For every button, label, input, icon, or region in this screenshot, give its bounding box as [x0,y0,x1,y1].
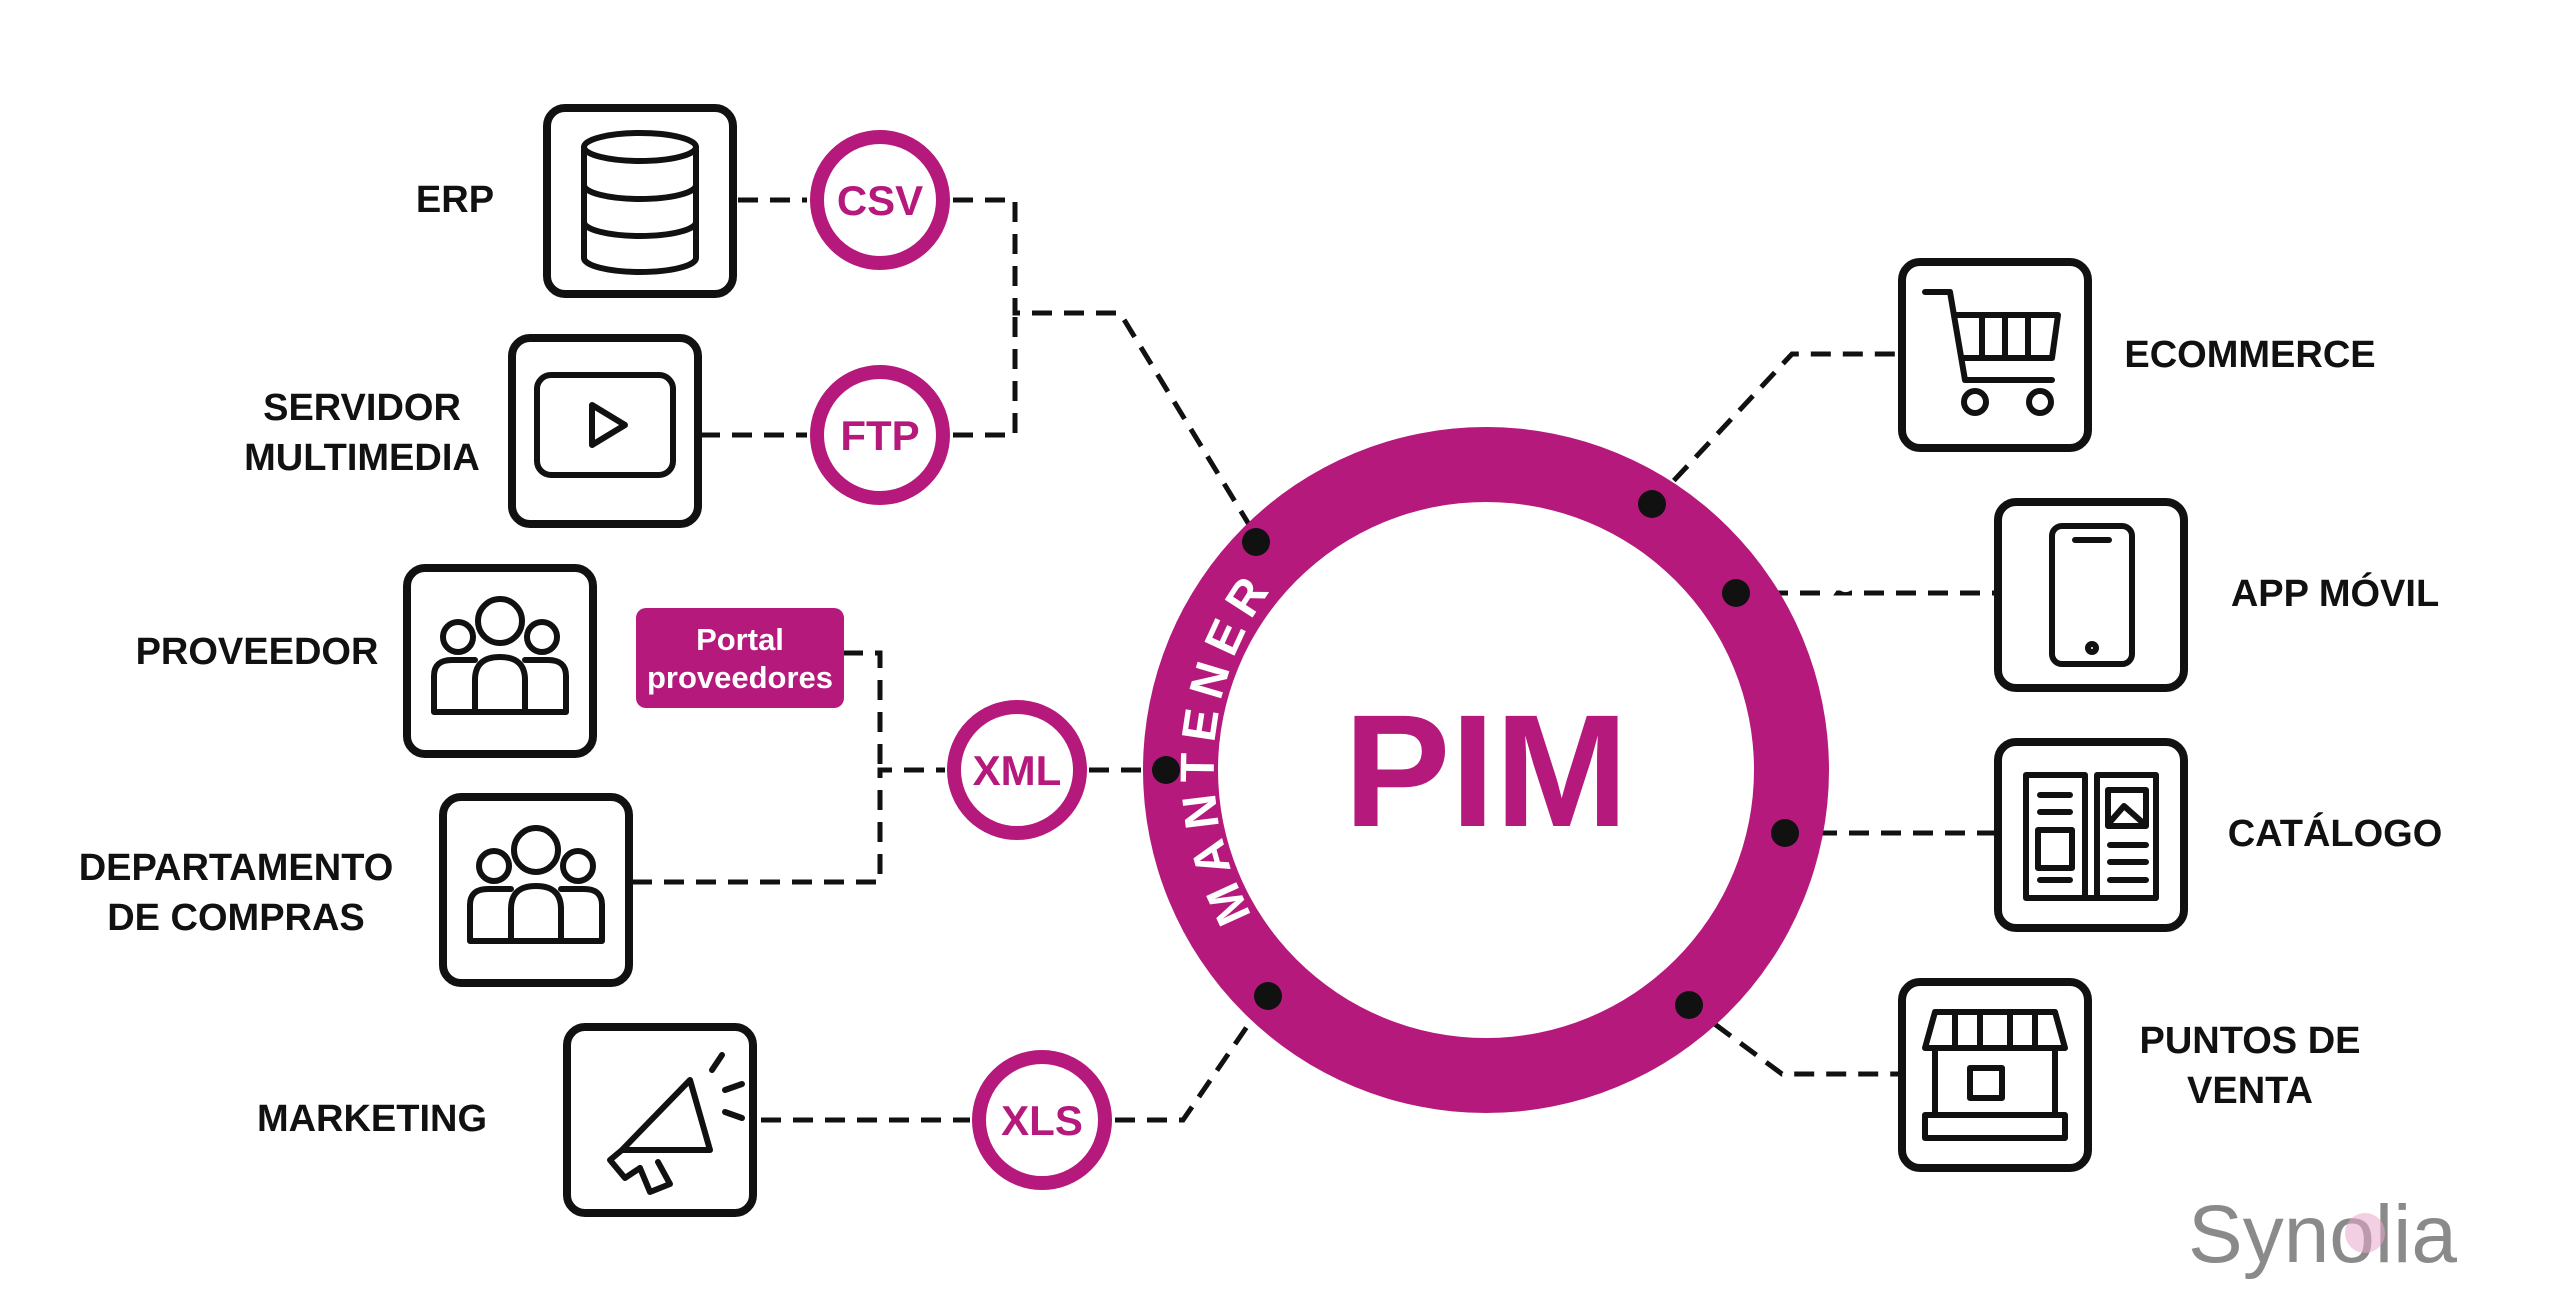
smartphone-icon [1994,498,2188,692]
connector-marketing [761,994,1271,1123]
database-icon [543,104,737,298]
ring-dot [1675,991,1703,1019]
badge-xls-label: XLS [1001,1097,1083,1144]
ring-dot [1254,982,1282,1010]
synolia-wordmark: Synolia [2188,1189,2457,1280]
open-catalog-icon [1994,738,2188,932]
output-labels: ECOMMERCE APP MÓVIL CATÁLOGO PUNTOS DE V… [2124,334,2442,1112]
storefront-icon [1898,978,2092,1172]
pim-title: PIM [1344,681,1628,860]
megaphone-icon [563,1023,757,1217]
connectors [632,197,1996,1123]
pim-hub: PIM ENRIQUESER TRADUCIR MANTENER [1143,361,1863,1113]
logo-accent-dot [2345,1213,2385,1253]
badge-ftp-label: FTP [840,412,919,459]
output-icons [1898,258,2188,1172]
connector-compras [632,767,945,885]
label-venta: VENTA [2187,1070,2313,1112]
connector-ecommerce [1650,351,1900,506]
label-departamento: DEPARTAMENTO [79,847,394,889]
badge-csv: CSV [810,130,950,270]
people-group-icon [403,564,597,758]
ring-dot [1152,756,1180,784]
label-app-movil: APP MÓVIL [2231,571,2439,615]
label-ecommerce: ECOMMERCE [2124,334,2375,376]
source-labels: ERP SERVIDOR MULTIMEDIA PROVEEDOR DEPART… [79,179,494,1140]
synolia-logo: Synolia [2188,1189,2457,1280]
connector-erp [738,197,1259,538]
people-group-icon [439,793,633,987]
ring-dot [1638,490,1666,518]
label-erp: ERP [416,179,494,221]
source-icons [403,104,757,1217]
label-proveedor: PROVEEDOR [136,631,379,673]
label-puntos-de: PUNTOS DE [2139,1020,2360,1062]
ring-dot [1242,528,1270,556]
badge-csv-label: CSV [837,177,923,224]
badge-ftp: FTP [810,365,950,505]
label-de-compras: DE COMPRAS [107,897,365,939]
portal-tag-line-1: Portal [696,622,784,657]
label-servidor: SERVIDOR [263,387,461,429]
format-badges: CSV FTP XML XLS Portal proveedores [636,130,1112,1190]
ring-dot [1771,819,1799,847]
badge-xls: XLS [972,1050,1112,1190]
shopping-cart-icon [1898,258,2092,452]
ring-dot [1722,579,1750,607]
pim-core [1218,502,1754,1038]
portal-proveedores-tag: Portal proveedores [636,608,844,708]
connector-tiendas [1687,1002,1900,1077]
portal-tag-line-2: proveedores [647,660,833,695]
connector-proveedor [843,650,883,770]
label-catalogo: CATÁLOGO [2228,811,2443,855]
label-marketing: MARKETING [257,1098,487,1140]
video-play-icon [508,334,702,528]
connector-multimedia [700,313,1018,438]
badge-xml: XML [947,700,1087,840]
badge-xml-label: XML [973,747,1062,794]
label-multimedia: MULTIMEDIA [244,437,480,479]
